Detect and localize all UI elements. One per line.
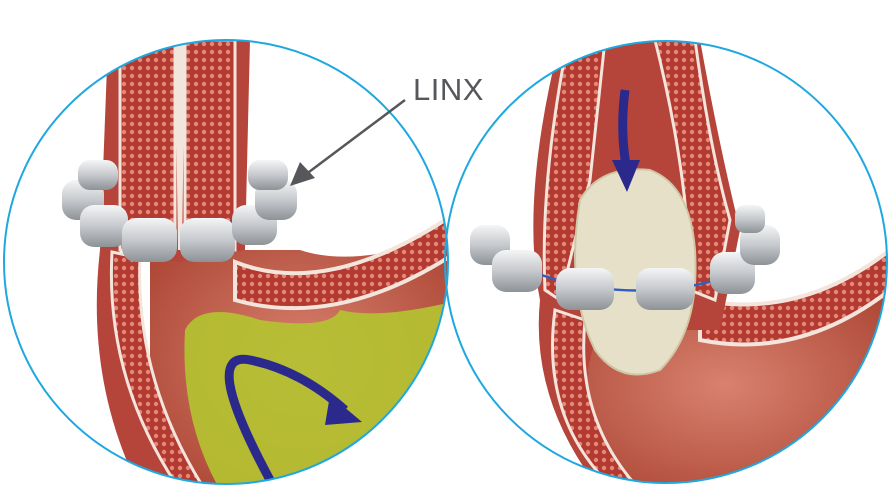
linx-ring-open xyxy=(470,205,780,310)
reflux-arrow xyxy=(224,354,348,483)
left-panel-closed-sphincter xyxy=(62,40,448,484)
linx-bead xyxy=(710,252,755,294)
right-panel-outline xyxy=(444,40,888,484)
linx-bead xyxy=(122,218,177,262)
esophagus-muscle-right xyxy=(653,41,732,303)
linx-bead xyxy=(492,250,542,292)
linx-bead xyxy=(556,268,614,310)
linx-bead xyxy=(78,160,118,190)
linx-pointer-line xyxy=(304,99,406,176)
esophagus-lumen xyxy=(175,40,185,250)
food-bolus xyxy=(574,168,697,376)
linx-bead xyxy=(248,160,288,190)
right-panel-open-sphincter xyxy=(470,41,887,483)
linx-bead xyxy=(180,218,235,262)
left-panel-outline xyxy=(3,39,449,485)
linx-bead xyxy=(636,268,694,310)
reflux-arrow-head xyxy=(325,395,362,425)
linx-bead xyxy=(80,205,128,247)
linx-pointer-arrowhead xyxy=(290,162,315,186)
swallow-arrow-head xyxy=(612,160,640,192)
swallow-arrow xyxy=(618,89,631,166)
linx-bead xyxy=(735,205,765,233)
stomach-wall xyxy=(698,245,887,347)
esophagus-muscle-left xyxy=(542,41,607,303)
stomach-wall xyxy=(233,206,448,311)
esophagus-muscle-left xyxy=(118,40,177,252)
linx-bead xyxy=(740,225,780,265)
lower-esophagus-wall xyxy=(551,308,644,483)
linx-ring-closed xyxy=(62,160,297,262)
linx-label: LINX xyxy=(413,72,484,107)
lower-esophagus-wall xyxy=(109,250,208,484)
